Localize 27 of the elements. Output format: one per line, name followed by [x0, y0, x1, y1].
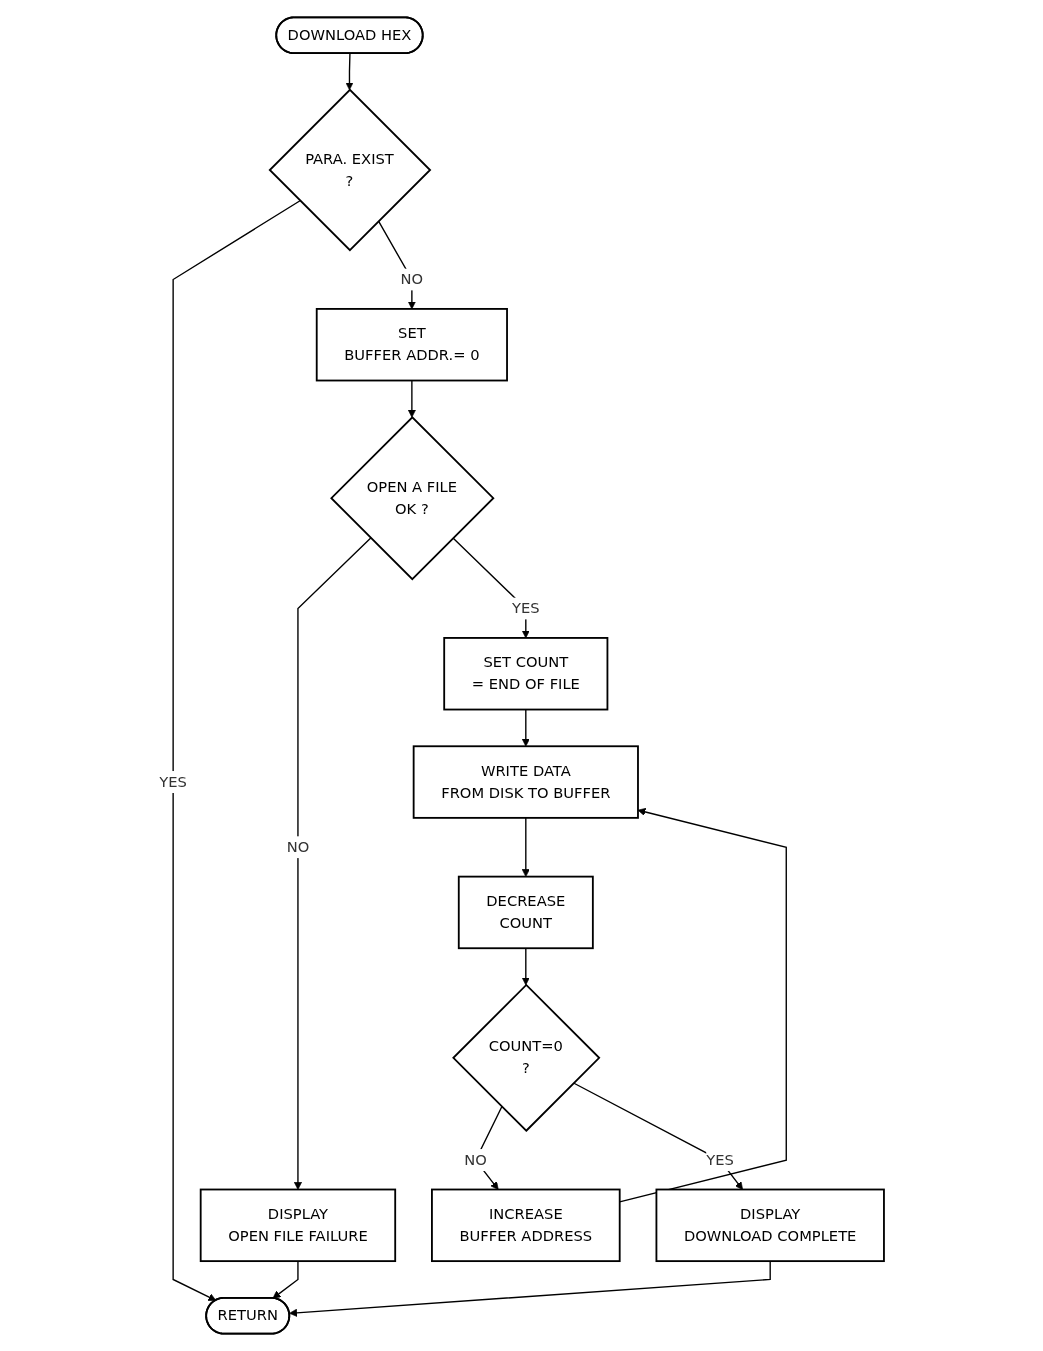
node-box: WRITE DATA FROM DISK TO BUFFER — [412, 745, 639, 819]
node-box: DECREASE COUNT — [457, 875, 594, 950]
edge-label: YES — [159, 772, 187, 791]
edge-label: YES — [511, 599, 540, 617]
arrow — [293, 537, 372, 1190]
node-box: SET BUFFER ADDR.= 0 — [315, 308, 508, 382]
node-box: INCREASE BUFFER ADDRESS — [430, 1188, 621, 1263]
node-diamond: COUNT=0 ? — [451, 983, 601, 1133]
arrow — [172, 200, 301, 1301]
arrow — [407, 379, 416, 418]
arrow — [272, 1260, 299, 1299]
node-box: DISPLAY OPEN FILE FAILURE — [199, 1188, 396, 1263]
edge-label: NO — [400, 270, 423, 288]
node-diamond: PARA. EXIST ? — [268, 88, 432, 252]
node-diamond: OPEN A FILE OK ? — [329, 415, 495, 581]
arrow — [521, 708, 530, 747]
node-box: DISPLAY DOWNLOAD COMPLETE — [655, 1188, 885, 1263]
arrow — [521, 947, 530, 986]
arrow — [289, 1260, 771, 1317]
edge-label: YES — [706, 1150, 734, 1169]
arrow — [345, 52, 354, 91]
arrow — [377, 220, 416, 310]
node-box: SET COUNT = END OF FILE — [443, 637, 609, 711]
edge-label: NO — [286, 838, 310, 856]
arrow — [521, 817, 530, 877]
edge-label: NO — [464, 1150, 487, 1169]
arrow — [572, 1082, 743, 1190]
